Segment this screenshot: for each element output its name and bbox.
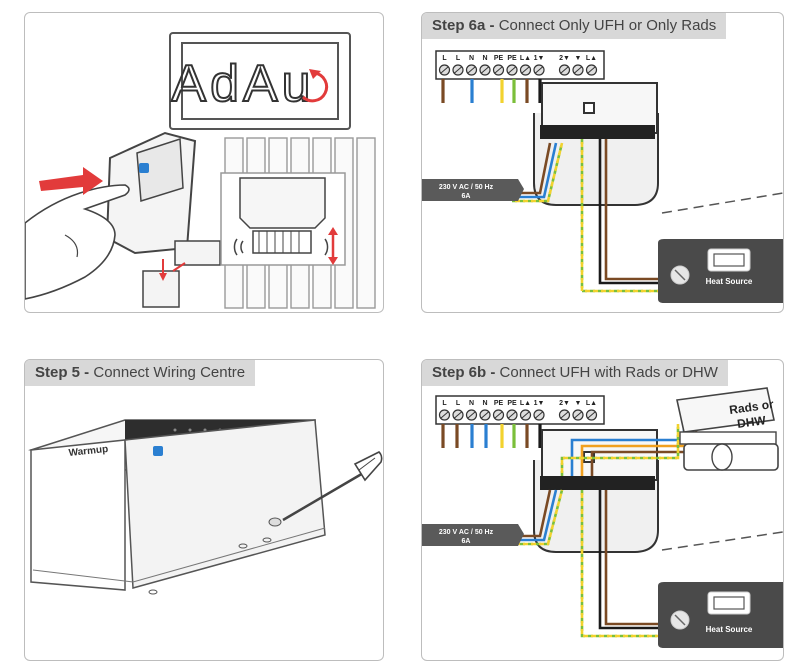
heat-source-label-6b: Heat Source [706,625,753,634]
step-number-5: Step 5 - [35,364,90,381]
wiring-centre-body [124,419,326,589]
rotate-arrow-icon [301,71,329,103]
terminal-label: ▼ [575,55,582,62]
panel-title-6a: Step 6a - Connect Only UFH or Only Rads [422,13,727,39]
terminal-label: L [456,400,461,407]
wiring-centre-terminals-6b [540,476,655,490]
panel-title-6b: Step 6b - Connect UFH with Rads or DHW [422,360,728,386]
display-text: AdAu [171,55,314,113]
terminal-label: 1▼ [534,55,545,62]
step-title-6b: Connect UFH with Rads or DHW [499,364,718,381]
terminal-label: 2▼ [559,55,570,62]
heat-source-label-6a: Heat Source [706,277,753,286]
step-number-6b: Step 6b - [432,364,496,381]
terminal-label: L [442,55,447,62]
terminal-label: N [482,400,487,407]
display-screen [181,42,339,120]
wiring-centre-terminals-6a [540,125,655,139]
wires-6b [441,424,542,448]
status-led-icon [153,446,163,456]
valve-label-line-2: DHW [736,413,767,431]
terminal-label: L▲ [520,55,531,62]
step-title-5: Connect Wiring Centre [93,364,246,381]
thermostat-illustration: AdAu [25,32,376,309]
supply-label-6a: 230 V AC / 50 Hz [439,184,494,191]
panel-step-5: Warmup Step 5 - Connect Wiring Centre [24,359,384,661]
terminal-label: PE [494,55,504,62]
terminal-label: ▼ [575,400,582,407]
terminal-label: PE [507,55,517,62]
terminal-label: N [469,400,474,407]
press-arrow-icon [39,167,103,195]
zone-valve: Rads or DHW [676,387,779,471]
wiring-centre-illustration: Warmup [28,419,383,595]
wiring-centre-6a [541,82,658,134]
panel-title-5: Step 5 - Connect Wiring Centre [25,360,256,386]
terminal-label: 2▼ [559,400,570,407]
wires-6a [441,79,542,103]
heat-source-6b [658,582,783,648]
supply-label-6b: 230 V AC / 50 Hz [439,529,494,536]
terminal-label: L▲ [586,55,597,62]
down-arrow-icon [159,273,167,281]
step-number-6a: Step 6a - [432,17,495,34]
panel-thermostat: AdAu [24,12,384,313]
terminal-label: L [456,55,461,62]
supply-sub-6b: 6A [462,538,471,545]
thermostat-button-icon [139,163,149,173]
step-title-6a: Connect Only UFH or Only Rads [498,17,717,34]
wiring-centre-6b [541,429,658,481]
terminal-label: 1▼ [534,400,545,407]
screwdriver-icon [282,451,383,522]
terminal-label: PE [494,400,504,407]
screw-hole [268,517,282,527]
brand-logo: Warmup [68,444,109,459]
supply-sub-6a: 6A [462,193,471,200]
terminal-label: L▲ [586,400,597,407]
terminal-label: N [482,55,487,62]
terminal-label: L [442,400,447,407]
terminal-label: N [469,55,474,62]
terminal-label: L▲ [520,400,531,407]
valve-label-line-1: Rads or [728,397,775,417]
supply-badge-6b [422,524,524,546]
hand [25,184,130,300]
terminal-label: PE [507,400,517,407]
supply-badge-6a [422,179,524,201]
